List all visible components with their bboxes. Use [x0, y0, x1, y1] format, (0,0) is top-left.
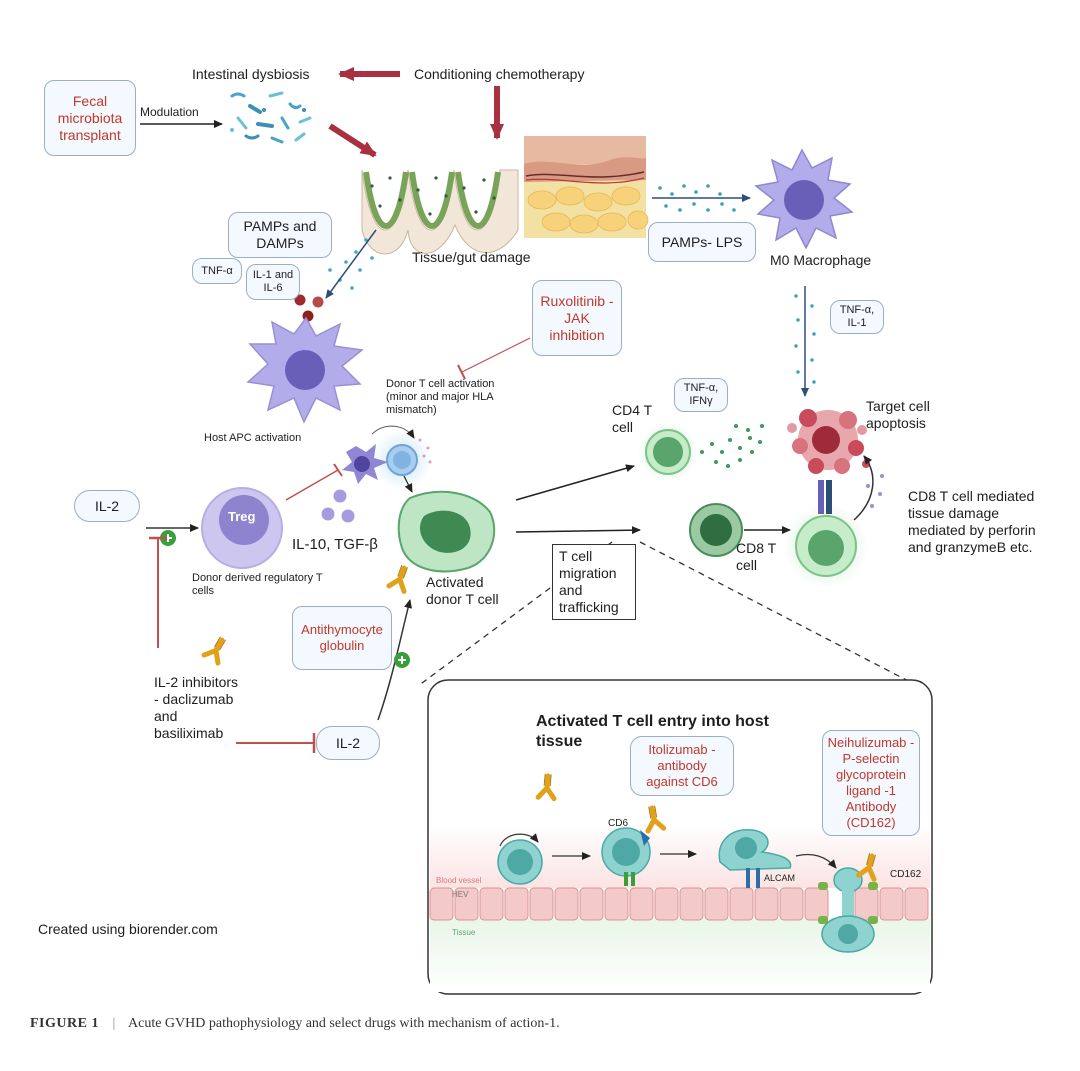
created-label: Created using biorender.com — [38, 921, 218, 937]
tissue-label: Tissue — [452, 928, 476, 937]
skin-tissue-icon — [524, 136, 649, 238]
cd162-label: CD162 — [890, 869, 922, 880]
pamps-arrow — [325, 229, 377, 299]
gut-bacteria-icon — [230, 91, 312, 144]
cd8-label: CD8 T cell — [736, 540, 776, 573]
cd8-t-cell-icon — [689, 503, 743, 557]
il2-inhibitor-line — [149, 536, 316, 753]
cd4-cytokines — [700, 424, 764, 468]
cd4-t-cell-icon — [638, 422, 698, 482]
conditioning-arrows — [328, 67, 504, 158]
migration-box: T cell migration and trafficking — [552, 544, 636, 620]
synapse-to-activated-arrow — [403, 475, 413, 493]
figure-caption: FIGURE 1 | Acute GVHD pathophysiology an… — [30, 1016, 560, 1032]
macrophage-cytokines — [794, 294, 816, 384]
zoom-line-right — [639, 541, 919, 687]
treg-inhibition — [285, 463, 343, 501]
dysbiosis-label: Intestinal dysbiosis — [192, 66, 310, 82]
donor-treg-label: Donor derived regulatory T cells — [192, 572, 323, 597]
cytokine-particles — [294, 294, 324, 322]
gut-villi-icon — [361, 169, 519, 255]
tissue-damage-label: Tissue/gut damage — [412, 249, 531, 265]
perforin-arrow — [853, 455, 874, 521]
granzyme-particles — [866, 474, 884, 508]
donor-t-activation-label: Donor T cell activation (minor and major… — [386, 378, 495, 416]
pamps-lps-box: PAMPs- LPS — [648, 222, 756, 262]
rolling-t-cell-icon — [497, 833, 543, 885]
il2-inhibitors-label: IL-2 inhibitors - daclizumab and basilix… — [154, 674, 239, 741]
treg-label: Treg — [228, 509, 256, 524]
il10-tgfb-particles — [321, 489, 355, 523]
target-apoptosis-label: Target cell apoptosis — [866, 398, 930, 431]
atg-antibody-icon — [389, 563, 412, 591]
il2-inhibitor-antibody-icon — [204, 634, 230, 663]
ruxolitinib-box: Ruxolitinib - JAK inhibition — [532, 280, 622, 356]
activated-donor-t-cell-icon — [397, 490, 496, 573]
adhering-t-cell-icon — [718, 829, 792, 888]
blood-vessel-label: Blood vessel — [436, 876, 482, 885]
alcam-label: ALCAM — [764, 873, 796, 883]
to-cd8-arrow — [515, 526, 641, 535]
m0-macrophage-icon — [754, 148, 854, 250]
conditioning-label: Conditioning chemotherapy — [414, 66, 585, 82]
hev-label: HEV — [452, 890, 469, 899]
zoom-line-left — [417, 541, 613, 687]
host-apc-icon — [246, 316, 364, 424]
il2-bottom-box: IL-2 — [316, 726, 380, 760]
m0-macrophage-label: M0 Macrophage — [770, 252, 872, 268]
treg-cell-icon — [201, 487, 283, 569]
to-cd4-arrow — [515, 464, 635, 501]
atg-box: Antithymocyte globulin — [292, 606, 392, 670]
inset-title: Activated T cell entry into host tissue — [536, 713, 769, 750]
tnf-alpha-box: TNF-α — [192, 258, 242, 284]
il10-tgfb-label: IL-10, TGF-β — [292, 536, 378, 553]
activated-donor-label: Activated donor T cell — [426, 574, 499, 607]
tnf-ifn-box: TNF-α, IFNγ — [674, 378, 728, 412]
il2-bottom-stimulation — [377, 599, 412, 721]
inset-arrow-3 — [795, 853, 837, 869]
host-apc-label: Host APC activation — [204, 432, 302, 444]
target-cell-apoptosis-icon — [787, 409, 870, 474]
neihulizumab-box: Neihulizumab -P-selectin glycoprotein li… — [822, 730, 920, 836]
ruxolitinib-inhibition — [457, 337, 531, 380]
caption-separator: | — [112, 1016, 116, 1031]
transmigrating-t-cell-icon — [818, 867, 878, 953]
il2-left-box: IL-2 — [74, 490, 140, 522]
cd4-label: CD4 T cell — [612, 402, 652, 435]
fmt-box: Fecal microbiota transplant — [44, 80, 136, 156]
caption-text: Acute GVHD pathophysiology and select dr… — [128, 1016, 560, 1031]
figure-number: FIGURE 1 — [30, 1016, 99, 1031]
immune-synapse-icon — [342, 425, 432, 490]
cd6-label: CD6 — [608, 818, 629, 829]
activated-cd8-icon — [784, 480, 868, 588]
modulation-label: Modulation — [140, 105, 199, 119]
pamps-damps-box: PAMPs and DAMPs — [228, 212, 332, 258]
lps-particles — [658, 184, 736, 212]
tnf-il1-box: TNF-α, IL-1 — [830, 300, 884, 334]
itolizumab-box: Itolizumab - antibody against CD6 — [630, 736, 734, 796]
il1-il6-box: IL-1 and IL-6 — [246, 264, 300, 300]
cd6-t-cell-icon — [601, 827, 651, 886]
cd8-mediated-label: CD8 T cell mediated tissue damage mediat… — [908, 488, 1036, 555]
